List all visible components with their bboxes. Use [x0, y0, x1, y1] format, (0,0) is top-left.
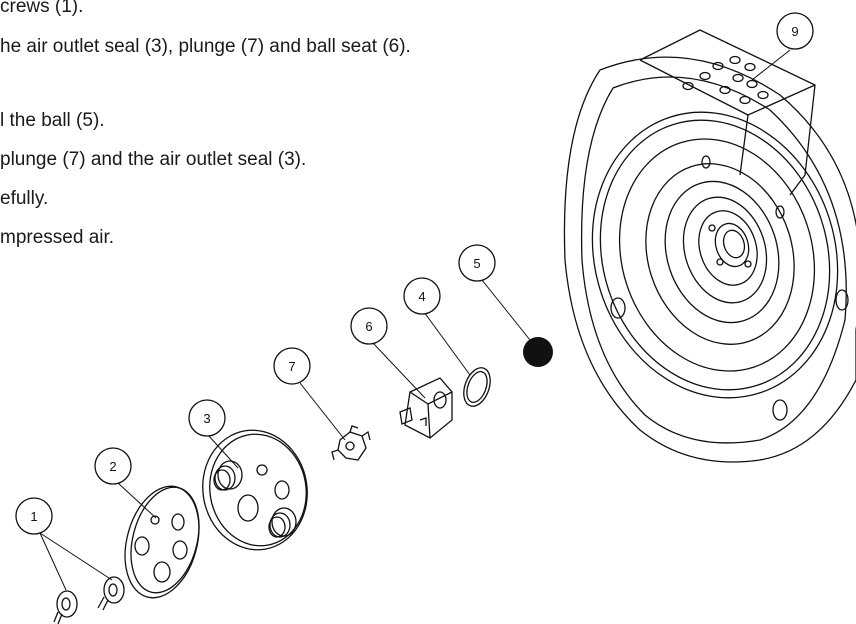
callout-1: 1: [15, 497, 53, 535]
instruction-line-6: mpressed air.: [0, 227, 115, 248]
leader-lines: [39, 49, 791, 591]
callout-7: 7: [273, 347, 311, 385]
instruction-line-3: l the ball (5).: [0, 110, 105, 131]
plunge-part-7: [331, 425, 371, 461]
callout-9: 9: [776, 12, 814, 50]
svg-text:9: 9: [791, 24, 798, 39]
air-outlet-seal-part-3: [202, 429, 308, 551]
instruction-line-1: crews (1).: [0, 0, 84, 17]
ball-seat-part-6: [399, 377, 453, 439]
instruction-line-5: efully.: [0, 188, 49, 209]
svg-text:6: 6: [365, 319, 372, 334]
screws-part-1: [53, 576, 125, 624]
housing-part-9: [563, 29, 856, 463]
svg-text:5: 5: [473, 256, 480, 271]
instruction-line-4: plunge (7) and the air outlet seal (3).: [0, 149, 307, 170]
o-ring-part-4: [463, 367, 491, 407]
ball-part-5: [523, 337, 553, 367]
svg-text:2: 2: [109, 459, 116, 474]
svg-text:3: 3: [203, 411, 210, 426]
svg-text:1: 1: [30, 509, 37, 524]
callout-5: 5: [458, 244, 496, 282]
callout-2: 2: [94, 447, 132, 485]
instruction-line-2: he air outlet seal (3), plunge (7) and b…: [0, 36, 411, 57]
svg-text:4: 4: [418, 289, 425, 304]
callout-4: 4: [403, 277, 441, 315]
plate-part-2: [124, 485, 200, 599]
svg-text:7: 7: [288, 359, 295, 374]
callout-3: 3: [188, 399, 226, 437]
callout-6: 6: [350, 307, 388, 345]
